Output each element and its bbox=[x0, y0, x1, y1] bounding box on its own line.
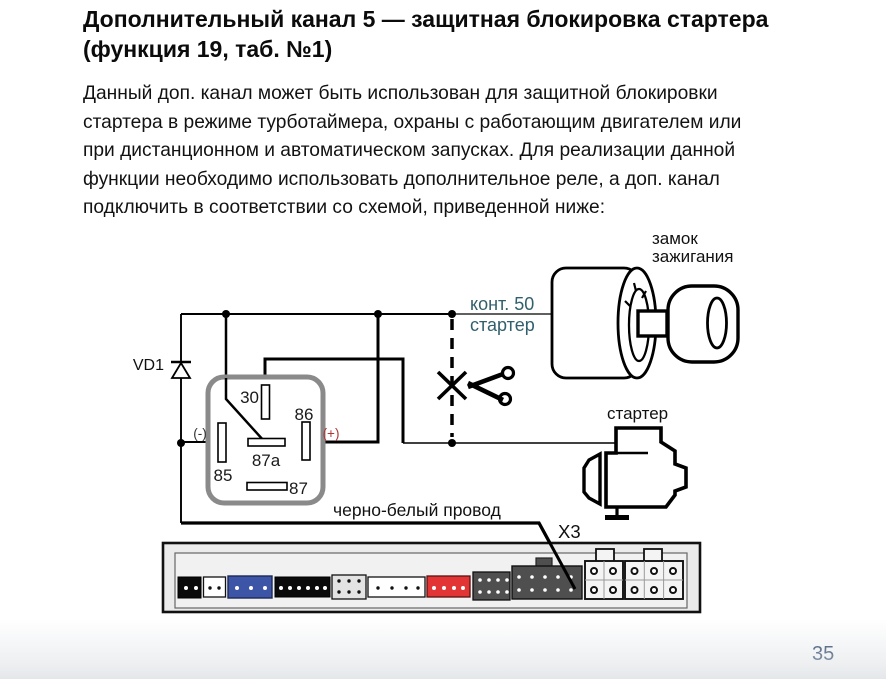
page-title-line2: (функция 19, таб. №1) bbox=[83, 36, 333, 62]
connector-light-6pin bbox=[624, 548, 684, 600]
scissors-icon bbox=[466, 365, 516, 407]
x3-pointer-line bbox=[537, 522, 577, 590]
relay: 30 86 85 87a 87 (-) (+) bbox=[193, 374, 340, 506]
connector-black-6pin bbox=[274, 576, 331, 598]
relay-pin-86 bbox=[301, 421, 311, 461]
relay-pin-30 bbox=[260, 384, 271, 420]
paragraph-line: стартера в режиме турботаймера, охраны с… bbox=[83, 111, 742, 133]
connector-dark-8pin bbox=[472, 571, 511, 601]
ground-bar bbox=[605, 515, 629, 520]
intro-paragraph: Данный доп. канал может быть использован… bbox=[83, 80, 843, 223]
diode-vd1: VD1 bbox=[133, 357, 192, 379]
connector-black-2pin bbox=[177, 576, 202, 599]
paragraph-line: Данный доп. канал может быть использован… bbox=[83, 83, 718, 104]
relay-pin-87 bbox=[246, 481, 288, 491]
x-mark bbox=[436, 370, 468, 401]
alarm-unit-connector-strip bbox=[161, 522, 702, 614]
page-title: Дополнительный канал 5 — защитная блокир… bbox=[83, 4, 853, 64]
connector-white-4pin bbox=[367, 576, 426, 598]
relay-plus-label: (+) bbox=[323, 426, 340, 441]
page-title-line1: Дополнительный канал 5 — защитная блокир… bbox=[83, 6, 769, 32]
ignition-label-line1: замок bbox=[652, 229, 698, 248]
relay-pin86-label: 86 bbox=[295, 405, 314, 424]
starter-label: стартер bbox=[607, 404, 668, 423]
wire-pin86 bbox=[310, 314, 380, 444]
relay-pin-87a bbox=[247, 437, 286, 447]
connector-white-2pin bbox=[202, 576, 227, 598]
relay-contact-arm bbox=[224, 378, 265, 442]
relay-minus-label: (-) bbox=[193, 426, 207, 441]
cut-mark bbox=[436, 365, 516, 407]
starter-body bbox=[604, 426, 688, 509]
ignition-label-line2: зажигания bbox=[652, 247, 734, 266]
relay-pin-85 bbox=[217, 422, 227, 463]
contact50-label: конт. 50 стартер bbox=[470, 294, 535, 335]
lock-position-ticks bbox=[624, 282, 647, 307]
relay-pin30-label: 30 bbox=[240, 388, 259, 407]
paragraph-line: при дистанционном и автоматическом запус… bbox=[83, 140, 736, 162]
page-number: 35 bbox=[812, 643, 835, 665]
key-hole bbox=[706, 296, 728, 350]
junction-dots bbox=[177, 310, 456, 447]
key-shaft bbox=[636, 309, 669, 338]
connector-light-4pin bbox=[584, 548, 624, 600]
starter-bracket bbox=[582, 451, 602, 507]
contact50-line2: стартер bbox=[470, 315, 535, 335]
relay-pin85-label: 85 bbox=[214, 466, 233, 485]
paragraph-line: подключить в соответствии со схемой, при… bbox=[83, 197, 606, 219]
connector-blue-3pin bbox=[227, 575, 273, 599]
ignition-lock: замок зажигания bbox=[550, 229, 740, 380]
relay-pins bbox=[217, 384, 311, 491]
contact50-line1: конт. 50 bbox=[470, 294, 534, 314]
starter-motor: стартер bbox=[582, 404, 688, 520]
wire-label: черно-белый провод bbox=[333, 500, 501, 520]
diode-label: VD1 bbox=[133, 357, 164, 374]
paragraph-line: функции необходимо использовать дополнит… bbox=[83, 168, 720, 190]
connector-x3-label: X3 bbox=[558, 521, 581, 542]
relay-pin87-label: 87 bbox=[289, 479, 308, 498]
connector-red-4pin bbox=[426, 575, 471, 598]
relay-pin87a-label: 87a bbox=[252, 451, 281, 470]
wire-pin30 bbox=[263, 357, 405, 443]
connector-grey-6pin bbox=[331, 574, 367, 600]
